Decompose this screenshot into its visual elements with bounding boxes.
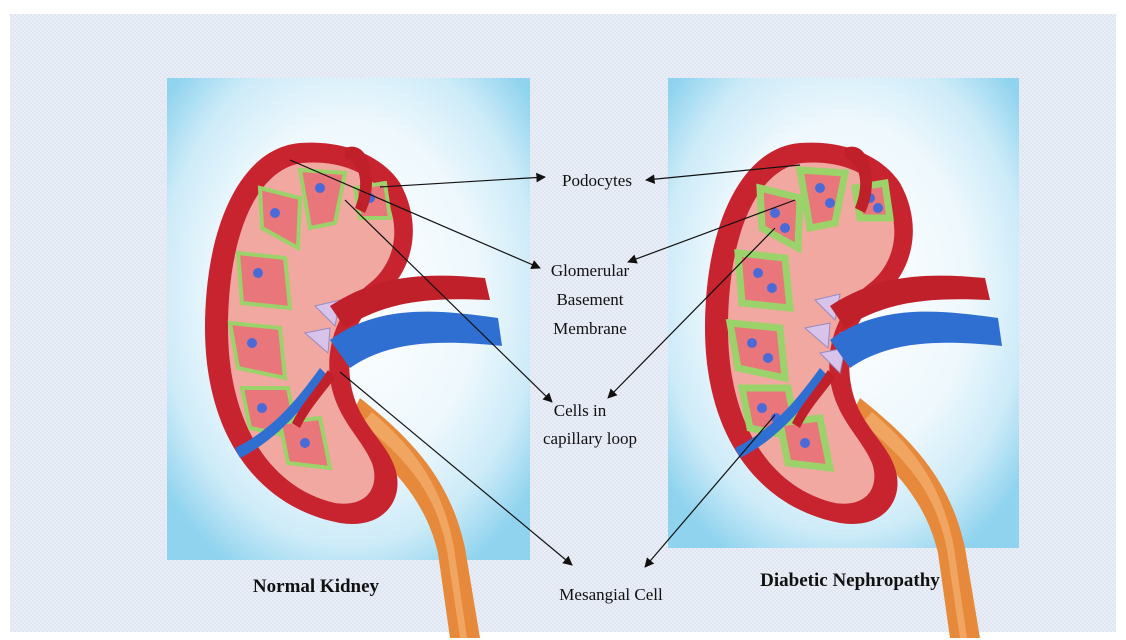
title-diabetic-nephropathy: Diabetic Nephropathy [760, 570, 940, 591]
label-cells-line2: capillary loop [543, 429, 637, 448]
label-gbm-line3: Membrane [553, 319, 627, 338]
label-gbm-line2: Basement [556, 290, 623, 309]
diabetic-kidney-illustration [668, 78, 1019, 638]
title-normal-kidney: Normal Kidney [253, 576, 380, 597]
normal-kidney-illustration [167, 78, 530, 638]
label-gbm-line1: Glomerular [551, 261, 630, 280]
label-podocytes: Podocytes [562, 171, 632, 190]
label-mesangial-cell: Mesangial Cell [559, 585, 663, 604]
label-cells-line1: Cells in [554, 401, 607, 420]
